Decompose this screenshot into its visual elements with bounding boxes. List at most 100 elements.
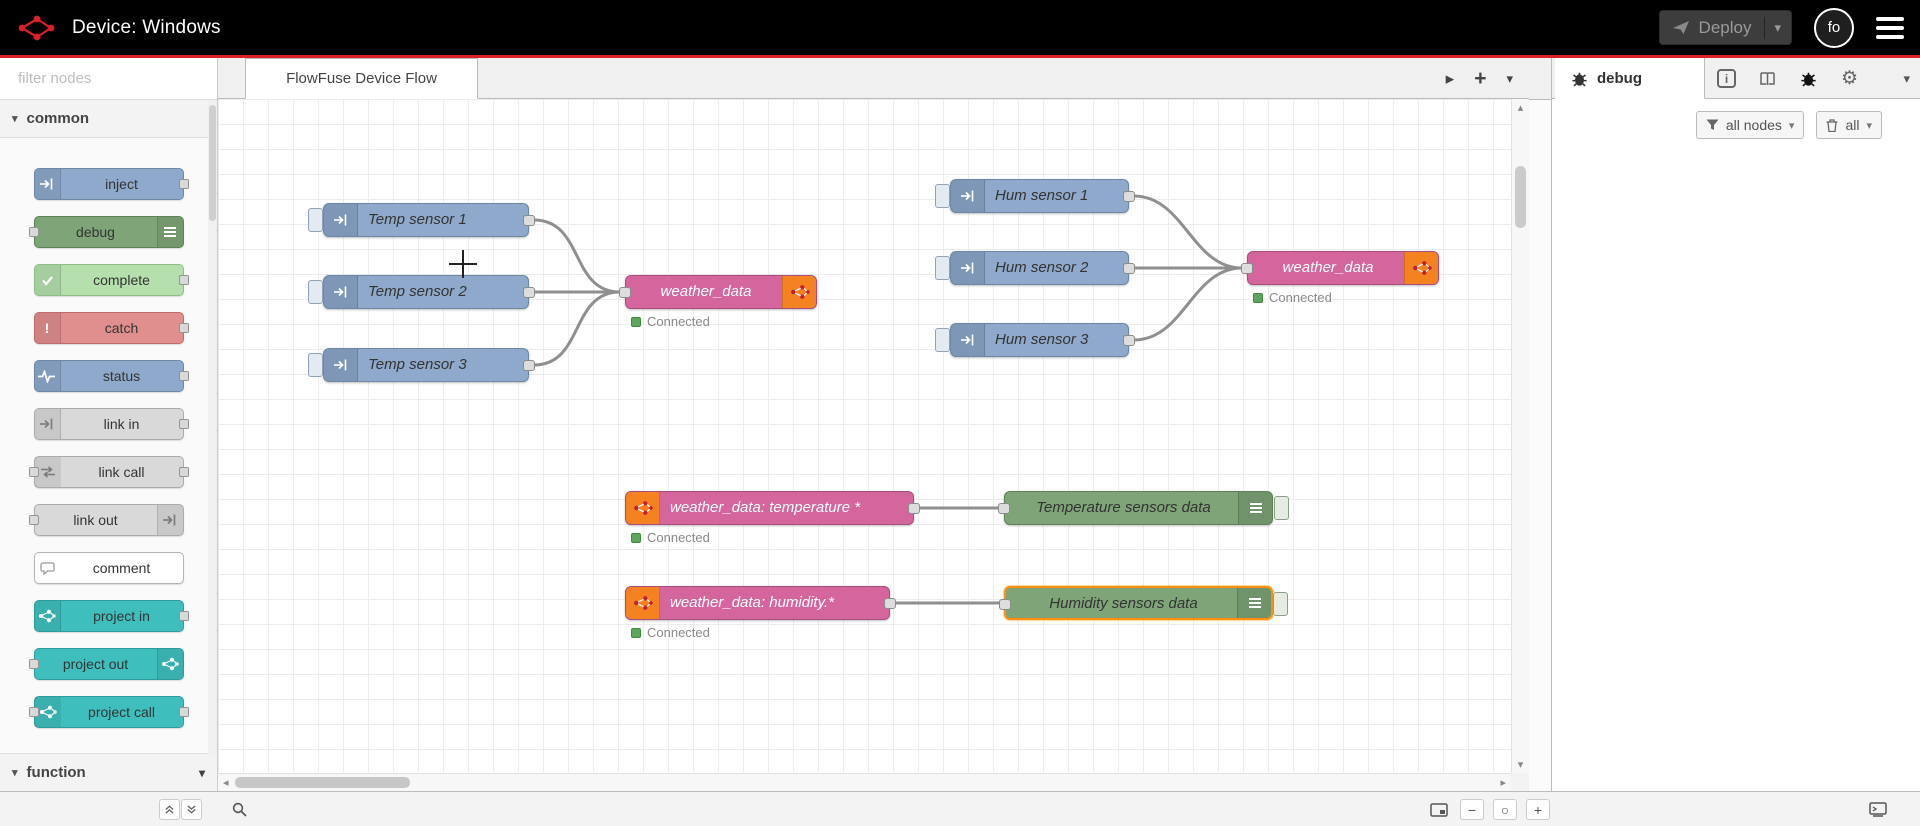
palette-collapse-all-button[interactable] xyxy=(159,799,180,820)
flow-tab-active[interactable]: FlowFuse Device Flow xyxy=(245,58,478,99)
horizontal-scrollbar-thumb[interactable] xyxy=(235,777,410,788)
inject-node-hum-2[interactable]: Hum sensor 2 xyxy=(935,251,1135,285)
output-port[interactable] xyxy=(178,323,189,333)
sidebar-tab-debug-icon[interactable] xyxy=(1788,58,1829,99)
input-port[interactable] xyxy=(28,515,39,525)
flow-list-button[interactable]: ▾ xyxy=(1506,70,1513,86)
deploy-options-chevron-icon[interactable]: ▾ xyxy=(1774,19,1781,35)
output-port[interactable] xyxy=(1123,191,1135,202)
sidebar-splitter[interactable] xyxy=(1529,58,1551,791)
inject-button[interactable] xyxy=(935,184,950,208)
palette-category-function[interactable]: ▾ function ▾ xyxy=(0,753,217,791)
output-port[interactable] xyxy=(178,707,189,717)
input-port[interactable] xyxy=(28,227,39,237)
palette-scroll-down-icon[interactable]: ▾ xyxy=(198,765,205,780)
inject-node-temp-1[interactable]: Temp sensor 1 xyxy=(308,203,535,237)
flow-nav-icon[interactable]: ▸ xyxy=(1445,68,1455,88)
palette-filter-input[interactable] xyxy=(18,70,217,87)
palette-node-project-in[interactable]: project in xyxy=(33,600,189,632)
project-link-out-node-weather-left[interactable]: weather_data xyxy=(619,275,817,309)
sidebar-tab-config[interactable]: ⚙ xyxy=(1829,58,1870,99)
palette-expand-all-button[interactable] xyxy=(181,799,202,820)
project-link-in-node-temperature[interactable]: weather_data: temperature * xyxy=(625,491,920,525)
zoom-reset-button[interactable]: ○ xyxy=(1493,799,1517,820)
input-port[interactable] xyxy=(28,707,39,717)
input-port[interactable] xyxy=(1241,263,1253,274)
vertical-scrollbar-thumb[interactable] xyxy=(1515,166,1526,228)
palette-category-common[interactable]: ▾ common xyxy=(0,100,217,138)
scroll-left-icon[interactable]: ◂ xyxy=(223,777,229,789)
input-port[interactable] xyxy=(998,503,1010,514)
debug-toggle-button[interactable] xyxy=(1273,592,1288,616)
palette-node-link-out[interactable]: link out xyxy=(28,504,184,536)
sidebar-tab-info[interactable]: i xyxy=(1706,58,1747,99)
flowfuse-logo[interactable] xyxy=(16,14,58,42)
zoom-in-button[interactable]: + xyxy=(1526,799,1550,820)
palette-scrollbar-thumb[interactable] xyxy=(209,105,216,221)
navigator-toggle-button[interactable] xyxy=(1427,799,1451,820)
project-link-in-node-humidity[interactable]: weather_data: humidity.* xyxy=(625,586,896,620)
main-menu-button[interactable] xyxy=(1876,16,1904,39)
scroll-down-icon[interactable]: ▾ xyxy=(1517,759,1524,771)
output-port[interactable] xyxy=(178,467,189,477)
input-port[interactable] xyxy=(619,287,631,298)
input-port[interactable] xyxy=(28,467,39,477)
palette-node-inject[interactable]: inject xyxy=(33,168,189,200)
output-port[interactable] xyxy=(178,419,189,429)
palette-node-complete[interactable]: complete xyxy=(33,264,189,296)
output-port[interactable] xyxy=(178,275,189,285)
output-port[interactable] xyxy=(1123,263,1135,274)
debug-toggle-button[interactable] xyxy=(1274,496,1289,520)
output-port[interactable] xyxy=(884,598,896,609)
palette-node-link-in[interactable]: link in xyxy=(33,408,189,440)
add-flow-button[interactable]: + xyxy=(1474,67,1487,90)
output-port[interactable] xyxy=(908,503,920,514)
palette-node-status[interactable]: status xyxy=(33,360,189,392)
output-port[interactable] xyxy=(523,215,535,226)
scroll-right-icon[interactable]: ▸ xyxy=(1500,777,1506,789)
palette-scrollbar[interactable] xyxy=(208,100,217,755)
palette-node-project-out[interactable]: project out xyxy=(28,648,184,680)
inject-node-temp-2[interactable]: Temp sensor 2 xyxy=(308,275,535,309)
app-header: Device: Windows Deploy ▾ fo xyxy=(0,0,1920,55)
canvas-search-button[interactable] xyxy=(228,799,250,820)
palette-node-link-call[interactable]: link call xyxy=(28,456,189,488)
output-port[interactable] xyxy=(178,179,189,189)
scroll-up-icon[interactable]: ▴ xyxy=(1517,102,1524,114)
flow-wires[interactable] xyxy=(218,99,1511,773)
sidebar-tab-debug[interactable]: debug xyxy=(1555,58,1705,99)
output-port[interactable] xyxy=(523,287,535,298)
inject-button[interactable] xyxy=(935,256,950,280)
flow-canvas[interactable]: Temp sensor 1 Temp sensor 2 Temp sensor … xyxy=(218,99,1511,773)
output-port[interactable] xyxy=(523,360,535,371)
user-avatar[interactable]: fo xyxy=(1814,7,1854,48)
debug-node-temperature[interactable]: Temperature sensors data xyxy=(998,491,1289,525)
inject-node-hum-1[interactable]: Hum sensor 1 xyxy=(935,179,1135,213)
project-link-out-node-weather-right[interactable]: weather_data xyxy=(1241,251,1439,285)
inject-node-hum-3[interactable]: Hum sensor 3 xyxy=(935,323,1135,357)
inject-node-temp-3[interactable]: Temp sensor 3 xyxy=(308,348,535,382)
inject-button[interactable] xyxy=(308,280,323,304)
input-port[interactable] xyxy=(28,659,39,669)
debug-filter-button[interactable]: all nodes ▾ xyxy=(1695,111,1805,139)
output-port[interactable] xyxy=(178,371,189,381)
canvas-horizontal-scrollbar[interactable]: ◂ ▸ xyxy=(218,773,1511,791)
canvas-vertical-scrollbar[interactable]: ▴ ▾ xyxy=(1511,99,1529,773)
sidebar-tab-help[interactable] xyxy=(1747,58,1788,99)
inject-button[interactable] xyxy=(308,353,323,377)
debug-node-humidity-selected[interactable]: Humidity sensors data xyxy=(999,586,1288,620)
inject-button[interactable] xyxy=(935,328,950,352)
debug-clear-button[interactable]: all ▾ xyxy=(1816,111,1882,139)
inject-button[interactable] xyxy=(308,208,323,232)
palette-node-debug[interactable]: debug xyxy=(28,216,184,248)
output-port[interactable] xyxy=(1123,335,1135,346)
palette-node-catch[interactable]: ! catch xyxy=(33,312,189,344)
output-port[interactable] xyxy=(178,611,189,621)
input-port[interactable] xyxy=(999,599,1011,610)
palette-node-comment[interactable]: comment xyxy=(33,552,184,584)
sidebar-tab-list-button[interactable]: ▾ xyxy=(1903,71,1910,86)
deploy-button[interactable]: Deploy ▾ xyxy=(1658,10,1792,45)
palette-node-project-call[interactable]: project call xyxy=(28,696,189,728)
console-toggle-button[interactable] xyxy=(1867,799,1889,820)
zoom-out-button[interactable]: − xyxy=(1460,799,1484,820)
